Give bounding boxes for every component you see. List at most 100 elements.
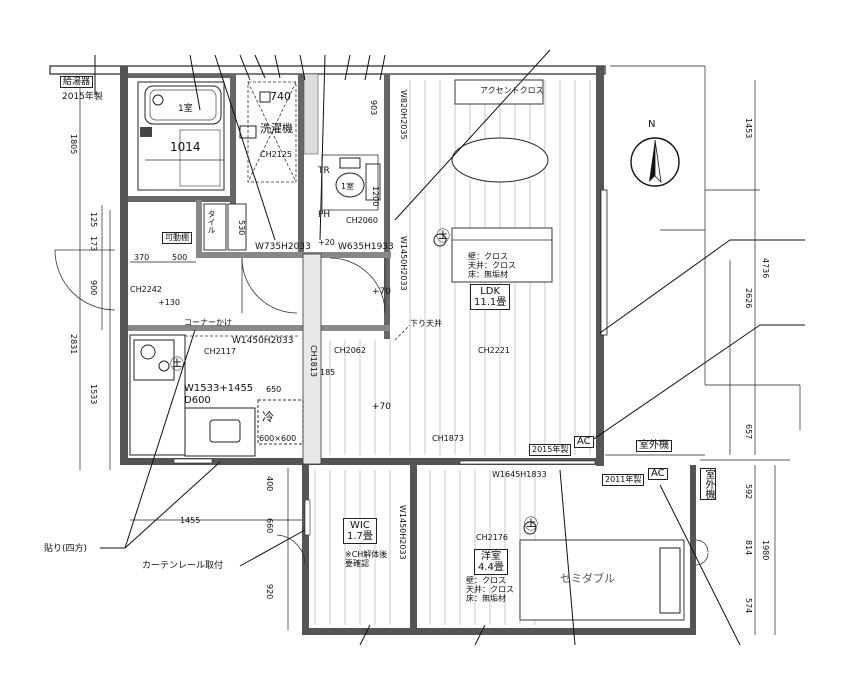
ceiling-ch1873: CH1873 (432, 434, 464, 443)
curtain-note-label: カーテンレール取付 (142, 561, 224, 571)
wic-size: 1.7畳 (347, 531, 373, 542)
ceiling-ch2176: CH2176 (476, 533, 508, 542)
north-label: N (648, 119, 656, 130)
wall-bath-top (128, 74, 235, 78)
window-w820-label: W820H2035 (399, 90, 408, 140)
toilet-tr-label: TR (318, 166, 330, 176)
outdoor-unit-2-label: 室外機 (700, 468, 716, 500)
dim-903: 903 (369, 100, 378, 116)
dim-650: 650 (266, 385, 282, 394)
ac-year-2-label: 2011年製 (602, 474, 645, 486)
tile-label: タイル (207, 210, 216, 234)
ceiling-ch2125: CH2125 (260, 150, 292, 159)
fridge-label: 冷 (262, 410, 275, 424)
ac-2-label: AC (648, 468, 668, 480)
dim-500: 500 (172, 253, 188, 262)
dim-173: 173 (89, 236, 98, 252)
washer-size-label: 740 (270, 90, 291, 103)
wall-hatched-column (302, 253, 322, 465)
dim-2626: 2626 (744, 288, 753, 309)
doors (54, 249, 709, 566)
washer-label: 洗濯機 (260, 122, 293, 135)
plus130-label: +130 (158, 298, 180, 307)
ceiling-ch2062: CH2062 (334, 346, 366, 355)
accent-cloth-label: アクセントクロス (480, 86, 544, 95)
wasakan-mark-kitchen: ㊏ (170, 357, 184, 373)
western-finish-wall: 壁：クロス (466, 576, 506, 585)
western-finish: 壁：クロス 天井：クロス 床：無垢材 (466, 576, 514, 603)
bath-unit (137, 81, 225, 191)
plus70-a-label: +70 (372, 287, 391, 297)
north-compass (630, 137, 680, 187)
bath-size-label: 1014 (170, 140, 201, 154)
dim-185: 185 (320, 368, 336, 377)
dim-1805: 1805 (69, 134, 78, 155)
plus20-label: +20 (318, 238, 335, 247)
wall-tile-left (196, 200, 202, 255)
wic-note: ※CH解体後 要確認 (345, 550, 387, 568)
dim-900: 900 (89, 280, 98, 296)
ldk-size: 11.1畳 (474, 297, 507, 308)
wall-right (596, 66, 604, 466)
ldk-finish: 壁：クロス 天井：クロス 床：無垢材 (468, 252, 516, 279)
window-w1450-ldk-label: W1450H2033 (399, 236, 408, 291)
outdoor-unit-1-label: 室外機 (636, 440, 672, 452)
dim-125: 125 (89, 212, 98, 228)
dim-920: 920 (265, 584, 274, 600)
wall-corridor-top (196, 252, 391, 258)
corner-cap-label: コーナーかけ (184, 318, 232, 327)
ceiling-ch2117: CH2117 (204, 347, 236, 356)
leader-lines (94, 49, 805, 646)
kitchen-depth-label: D600 (184, 395, 211, 406)
dim-1533: 1533 (89, 384, 98, 405)
dim-1200: 1200 (371, 186, 380, 207)
toilet-unit-label: 1室 (341, 182, 355, 191)
door-w635-label: W635H1933 (338, 242, 394, 252)
wall-toilet-right (384, 74, 390, 339)
western-size: 4.4畳 (478, 562, 504, 573)
wic-note-2: 要確認 (345, 559, 369, 568)
dimension-lines (79, 80, 790, 635)
dim-1455: 1455 (180, 516, 201, 525)
wall-middle (120, 458, 600, 465)
wall-bath-bottom (128, 196, 236, 202)
plus70-b-label: +70 (372, 402, 391, 412)
ldk-finish-wall: 壁：クロス (468, 252, 508, 261)
wasakan-mark-ldk: ㊏ (436, 229, 450, 245)
water-heater-label: 給湯器 (60, 76, 94, 88)
ceiling-ch2060: CH2060 (346, 216, 378, 225)
dim-2831: 2831 (69, 334, 78, 355)
balcony-outline (605, 65, 801, 456)
floor-boards (314, 80, 591, 625)
western-name: 洋室 (480, 551, 501, 562)
wall-wash-right (298, 74, 304, 254)
walls (49, 65, 696, 635)
bedroom-furniture (519, 521, 685, 621)
western-finish-ceiling: 天井：クロス (466, 585, 514, 594)
window-w1450-wic-label: W1450H2033 (398, 505, 407, 560)
dim-657: 657 (744, 424, 753, 440)
dim-1453: 1453 (744, 118, 753, 139)
wall-wic-right (410, 465, 417, 630)
washer-area (203, 81, 297, 251)
ceiling-ch1813: CH1813 (309, 345, 318, 377)
western-finish-floor: 床：無垢材 (466, 594, 506, 603)
dim-400: 400 (265, 476, 274, 492)
water-heater-year: 2015年製 (62, 92, 103, 102)
wall-kitchen-top (128, 325, 390, 331)
bath-unit-label: 1室 (178, 104, 193, 114)
ceiling-ch2221: CH2221 (478, 346, 510, 355)
ldk-finish-floor: 床：無垢材 (468, 270, 508, 279)
ac-year-1-label: 2015年製 (529, 444, 572, 456)
door-w735-label: W735H2033 (255, 242, 311, 252)
kitchen-size-label: W1533+1455 (184, 383, 254, 394)
dim-530: 530 (237, 220, 246, 236)
ac-1-label: AC (574, 436, 594, 448)
dim-592: 592 (744, 484, 753, 500)
dim-574: 574 (744, 598, 753, 614)
dim-1980: 1980 (761, 540, 770, 561)
fridge-size-label: 600×600 (259, 434, 297, 443)
